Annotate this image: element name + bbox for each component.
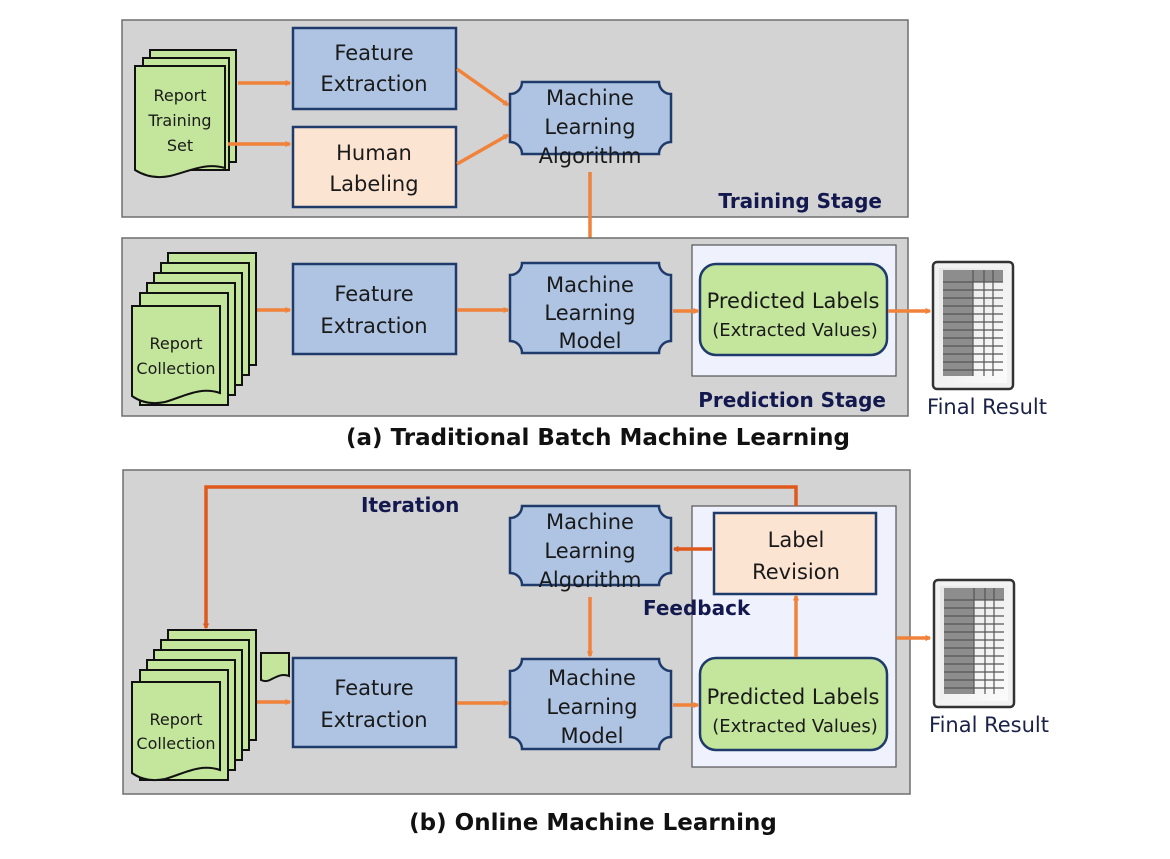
report-collection-line1: Report [149,334,202,353]
human-labeling-line2: Labeling [329,172,418,196]
ml-model-box-b: Machine Learning Model [508,657,673,751]
arrows-prediction [257,310,930,311]
ml-model-line2: Learning [546,695,637,719]
ml-algorithm-box-online: Machine Learning Algorithm [508,504,673,592]
report-collection-doc-a: Report Collection [131,252,257,406]
ml-model-line3: Model [560,724,623,748]
ml-algorithm-line1: Machine [546,86,634,110]
human-labeling-line1: Human [336,141,412,165]
report-collection-line2: Collection [136,359,215,378]
feature-extraction-line1: Feature [334,282,413,306]
predicted-labels-subtitle: (Extracted Values) [712,716,878,737]
final-result-label-a: Final Result [927,395,1047,419]
arrow-icon [455,67,508,107]
feedback-label: Feedback [643,596,751,620]
final-result-a: Final Result [927,260,1047,419]
ml-model-line2: Learning [544,301,635,325]
ml-algorithm-box-training: Machine Learning Algorithm [508,80,673,168]
report-training-set-doc: Report Training Set [134,49,237,179]
predicted-labels-subtitle: (Extracted Values) [712,320,878,341]
feature-extraction-line2: Extraction [320,708,427,732]
feature-extraction-box-training: Feature Extraction [291,26,458,111]
arrow-icon [456,133,508,166]
caption-a: (a) Traditional Batch Machine Learning [346,425,850,451]
label-revision-box: Label Revision [712,511,878,596]
feature-extraction-line1: Feature [334,676,413,700]
final-result-label-b: Final Result [929,713,1049,737]
label-revision-line2: Revision [752,560,840,584]
report-collection-line2: Collection [136,734,215,753]
feature-extraction-line2: Extraction [320,314,427,338]
predicted-labels-box-b: Predicted Labels (Extracted Values) [698,656,889,752]
report-collection-doc-b: Report Collection [131,629,290,782]
ml-model-box-a: Machine Learning Model [508,261,673,355]
ml-model-line1: Machine [546,273,634,297]
feature-extraction-line1: Feature [334,41,413,65]
table-icon [931,260,1015,391]
predicted-labels-title: Predicted Labels [707,685,880,709]
iteration-label: Iteration [361,493,459,517]
training-stage-label: Training Stage [718,189,882,213]
feature-extraction-box-online: Feature Extraction [291,656,458,749]
feature-extraction-box-prediction: Feature Extraction [291,262,458,356]
new-report-doc-icon [260,652,290,683]
final-result-b: Final Result [929,578,1049,737]
report-training-set-line1: Report [153,86,206,105]
arrows-online [257,596,930,705]
report-collection-line1: Report [149,710,202,729]
report-training-set-line2: Training [147,111,211,130]
prediction-stage-label: Prediction Stage [698,388,886,412]
ml-algorithm-line2: Learning [544,115,635,139]
ml-algorithm-line3: Algorithm [539,568,642,592]
report-training-set-line3: Set [167,136,193,155]
ml-model-line1: Machine [548,666,636,690]
ml-algorithm-line3: Algorithm [539,144,642,168]
predicted-labels-box-a: Predicted Labels (Extracted Values) [698,262,889,357]
feature-extraction-line2: Extraction [320,72,427,96]
predicted-labels-title: Predicted Labels [707,289,880,313]
ml-model-line3: Model [558,329,621,353]
human-labeling-box: Human Labeling [291,125,458,209]
iteration-arrow [206,485,798,628]
label-revision-line1: Label [768,528,825,552]
ml-algorithm-line1: Machine [546,510,634,534]
caption-b: (b) Online Machine Learning [409,810,777,836]
table-icon [932,578,1016,709]
ml-algorithm-line2: Learning [544,539,635,563]
